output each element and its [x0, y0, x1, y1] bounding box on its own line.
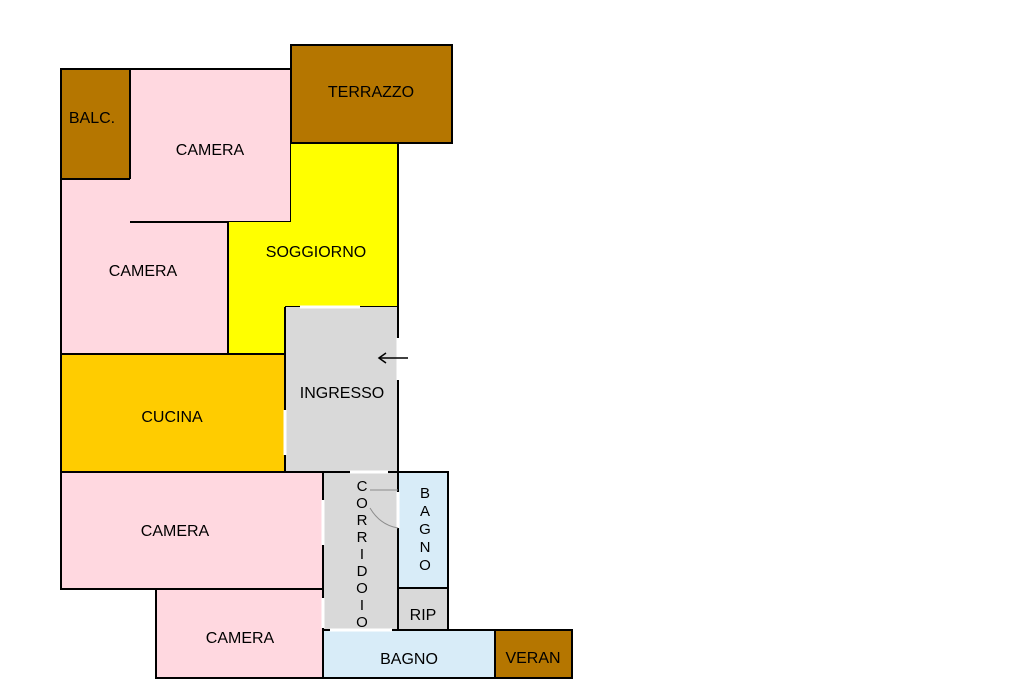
room-label-corridoio: C O R R I D O I O: [356, 478, 368, 631]
room-balcone: BALC.: [60, 68, 131, 180]
room-label-camera-3: CAMERA: [141, 523, 210, 540]
svg-text:G: G: [419, 521, 431, 538]
svg-text:N: N: [420, 539, 431, 556]
room-ingresso: INGRESSO: [284, 307, 399, 472]
svg-text:I: I: [360, 546, 364, 563]
svg-text:A: A: [420, 503, 430, 520]
room-label-ripostiglio: RIP: [410, 607, 437, 624]
svg-text:R: R: [357, 512, 368, 529]
door-openings: [283, 305, 400, 632]
svg-text:O: O: [356, 495, 368, 512]
room-camera-3: CAMERA: [60, 471, 324, 590]
room-corridoio: C O R R I D O I O: [322, 471, 399, 631]
svg-text:R: R: [357, 529, 368, 546]
svg-text:I: I: [360, 597, 364, 614]
room-label-camera-2: CAMERA: [109, 263, 178, 280]
room-camera-4: CAMERA: [155, 588, 324, 679]
room-label-balcone: BALC.: [69, 110, 115, 127]
room-terrazzo: TERRAZZO: [290, 44, 453, 144]
svg-text:B: B: [420, 485, 430, 502]
room-label-veranda: VERAN: [505, 650, 560, 667]
svg-text:C: C: [357, 478, 368, 495]
room-soggiorno: SOGGIORNO: [228, 142, 399, 354]
svg-text:O: O: [356, 580, 368, 597]
room-label-bagno-1: B A G N O: [419, 485, 431, 574]
room-label-camera-1: CAMERA: [176, 142, 245, 159]
room-label-bagno-2: BAGNO: [380, 651, 438, 668]
svg-text:O: O: [356, 614, 368, 631]
svg-text:O: O: [419, 557, 431, 574]
arrow-left-icon: [377, 352, 408, 364]
room-veranda: VERAN: [494, 629, 573, 679]
room-label-camera-4: CAMERA: [206, 630, 275, 647]
room-label-ingresso: INGRESSO: [300, 385, 384, 402]
room-label-terrazzo: TERRAZZO: [328, 84, 414, 101]
room-bagno-1: B A G N O: [397, 471, 449, 589]
door-swing-icon: [369, 489, 399, 529]
room-bagno-2: BAGNO: [322, 629, 496, 679]
room-ripostiglio: RIP: [397, 587, 449, 631]
room-cucina: CUCINA: [60, 353, 285, 472]
room-camera-2: CAMERA: [60, 178, 229, 354]
svg-text:D: D: [357, 563, 368, 580]
room-label-cucina: CUCINA: [141, 409, 203, 426]
room-label-soggiorno: SOGGIORNO: [266, 244, 366, 261]
